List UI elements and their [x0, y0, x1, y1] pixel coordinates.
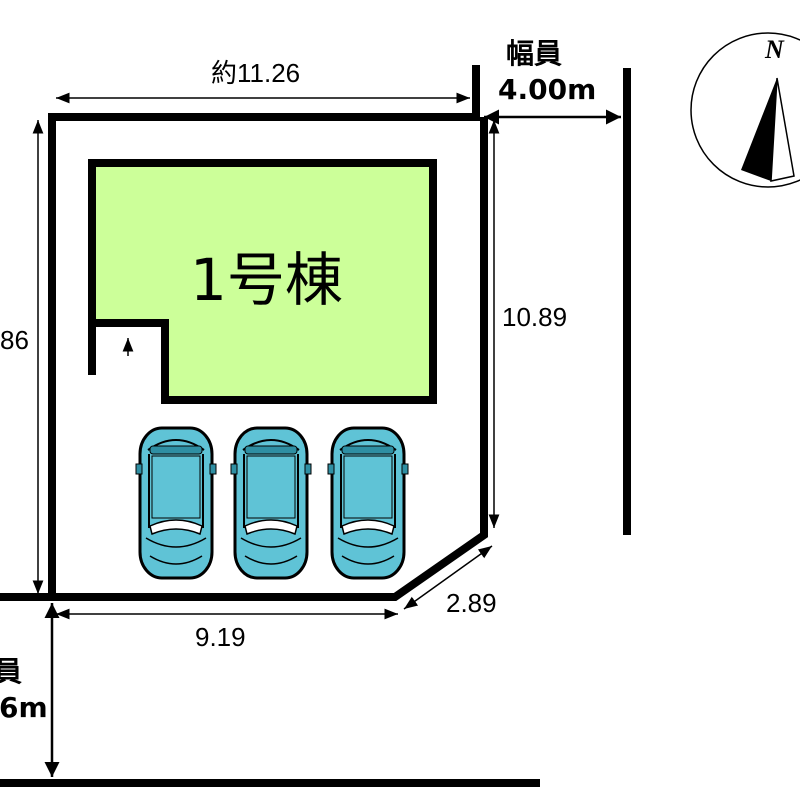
- dim-arrow-corner: [403, 545, 493, 610]
- compass-needle-tail: [770, 77, 795, 182]
- lot-boundary: [48, 65, 488, 601]
- dim-right-label: 10.89: [502, 302, 567, 332]
- south-road-width: 6m: [0, 691, 48, 724]
- parking-area: [135, 426, 409, 580]
- car-icon: [135, 426, 217, 580]
- compass-n-label: N: [764, 35, 785, 64]
- compass-needle-icon: [741, 78, 777, 181]
- dim-corner-label: 2.89: [446, 588, 497, 618]
- dim-top-label: 約11.26: [211, 58, 300, 88]
- south-road-label: 員: [0, 655, 22, 688]
- car-icon: [230, 426, 312, 580]
- compass: N: [690, 32, 800, 188]
- dim-bottom-label: 9.19: [195, 622, 246, 652]
- east-road-label: 幅員: [506, 37, 562, 70]
- dim-left-label: 86: [0, 325, 29, 355]
- car-icon: [327, 426, 409, 580]
- east-road-width: 4.00m: [498, 73, 596, 106]
- building-label: 1号棟: [190, 246, 343, 314]
